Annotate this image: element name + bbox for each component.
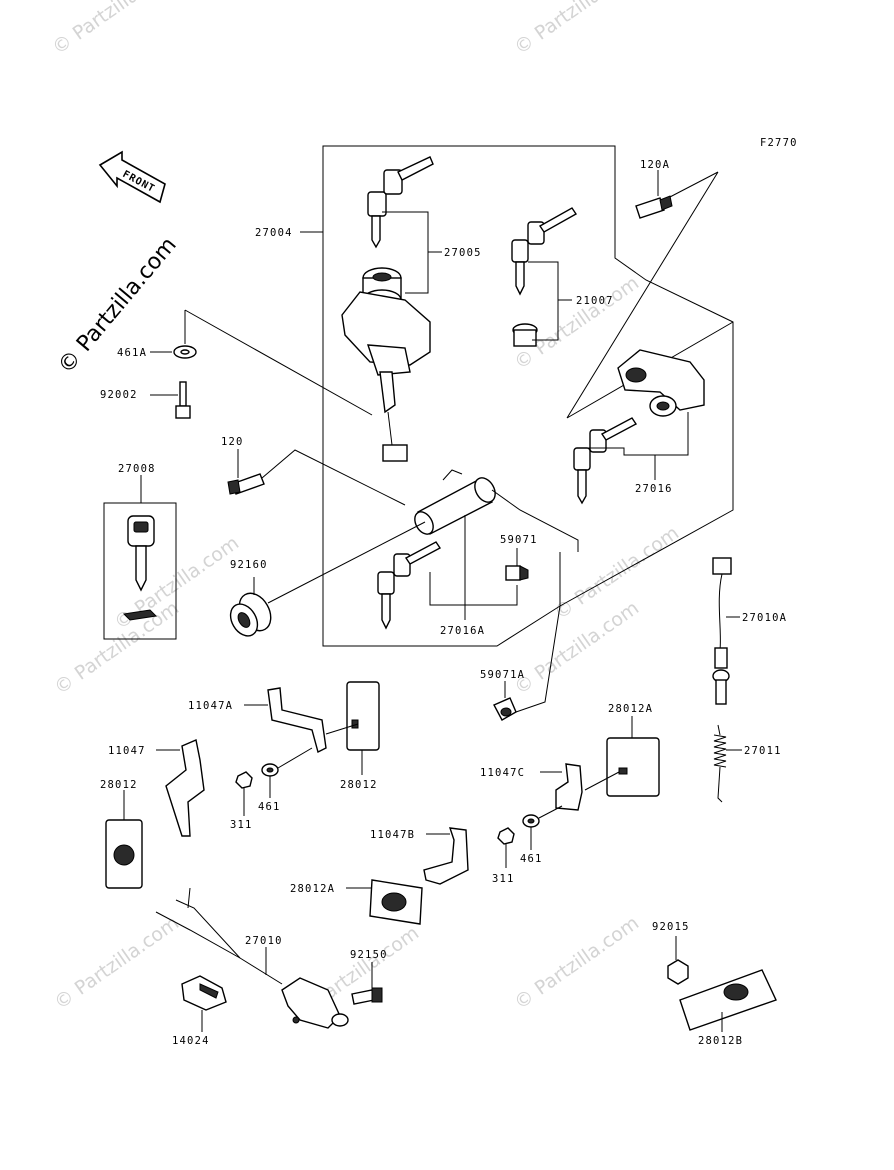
- clip-59071: [505, 565, 529, 581]
- grommet-92160: [229, 592, 272, 637]
- label-92015: 92015: [652, 921, 690, 933]
- label-311-right: 311: [492, 873, 515, 885]
- label-27008: 27008: [118, 463, 156, 475]
- key-set-27005: [367, 156, 434, 249]
- label-11047A: 11047A: [188, 700, 233, 712]
- label-27016: 27016: [635, 483, 673, 495]
- bolt-120: [227, 473, 265, 495]
- nut-311-right: [497, 827, 515, 845]
- leader-line: [515, 552, 561, 713]
- watermark: © Partzilla.com: [510, 912, 643, 1014]
- reflector-28012-mid: [325, 681, 380, 751]
- label-28012A-mid: 28012A: [290, 883, 335, 895]
- label-28012-mid: 28012: [340, 779, 378, 791]
- label-92160: 92160: [230, 559, 268, 571]
- bracket-11047A: [267, 687, 327, 754]
- reflector-28012B: [679, 969, 777, 1031]
- washer-hole: [266, 767, 274, 773]
- spring-27011: [713, 724, 727, 803]
- bracket-11047: [165, 739, 205, 837]
- cover-14024: [181, 975, 227, 1011]
- label-28012-left: 28012: [100, 779, 138, 791]
- key-set-27016A: [377, 541, 442, 630]
- label-461-left: 461: [258, 801, 281, 813]
- nut-92015: [667, 959, 689, 985]
- nut-311-left: [235, 771, 253, 789]
- label-27005: 27005: [444, 247, 482, 259]
- watermarks: © Partzilla.com © Partzilla.com © Partzi…: [48, 0, 683, 1024]
- label-92002: 92002: [100, 389, 138, 401]
- key-blank-27008: [103, 502, 177, 640]
- reflector-28012A-top: [584, 737, 660, 797]
- watermark: © Partzilla.com: [50, 912, 183, 1014]
- sensor-27010A: [712, 557, 732, 705]
- figure-code: F2770: [760, 137, 798, 149]
- washer-hole: [527, 818, 535, 824]
- label-120: 120: [221, 436, 244, 448]
- reflector-28012A-mid: [369, 879, 423, 925]
- label-59071A: 59071A: [480, 669, 525, 681]
- label-11047: 11047: [108, 745, 146, 757]
- label-92150: 92150: [350, 949, 388, 961]
- lock-cylinder-27016A: [414, 469, 579, 552]
- bolt-120A: [635, 195, 673, 219]
- label-120A: 120A: [640, 159, 670, 171]
- label-27010A: 27010A: [742, 612, 787, 624]
- label-27010: 27010: [245, 935, 283, 947]
- watermark: © Partzilla.com: [510, 272, 643, 374]
- bracket-11047C: [555, 763, 583, 811]
- ignition-switch: [341, 267, 431, 462]
- reflector-28012-left: [105, 819, 143, 889]
- assembly-outline-27004: [322, 145, 734, 647]
- switch-27010: [155, 887, 349, 1029]
- bolt-92002: [175, 381, 191, 419]
- label-28012A-top: 28012A: [608, 703, 653, 715]
- label-311-left: 311: [230, 819, 253, 831]
- label-11047B: 11047B: [370, 829, 415, 841]
- clip-59071A: [493, 697, 517, 721]
- leader-line: [267, 521, 426, 604]
- helmet-lock-27016: [573, 349, 705, 505]
- label-21007: 21007: [576, 295, 614, 307]
- watermark: © Partzilla.com: [48, 0, 181, 59]
- label-11047C: 11047C: [480, 767, 525, 779]
- bracket-11047B: [423, 827, 469, 885]
- label-14024: 14024: [172, 1035, 210, 1047]
- watermark: © Partzilla.com: [510, 0, 643, 59]
- leader-line: [184, 309, 373, 416]
- label-27004: 27004: [255, 227, 293, 239]
- front-arrow-icon: FRONT: [98, 150, 166, 204]
- key-set-21007: [511, 207, 578, 347]
- leader-line: [261, 449, 406, 506]
- label-461-right: 461: [520, 853, 543, 865]
- washer-hole: [180, 349, 190, 355]
- label-27011: 27011: [744, 745, 782, 757]
- label-59071: 59071: [500, 534, 538, 546]
- label-28012B: 28012B: [698, 1035, 743, 1047]
- bolt-92150: [351, 987, 383, 1005]
- label-27016A: 27016A: [440, 625, 485, 637]
- label-461A: 461A: [117, 347, 147, 359]
